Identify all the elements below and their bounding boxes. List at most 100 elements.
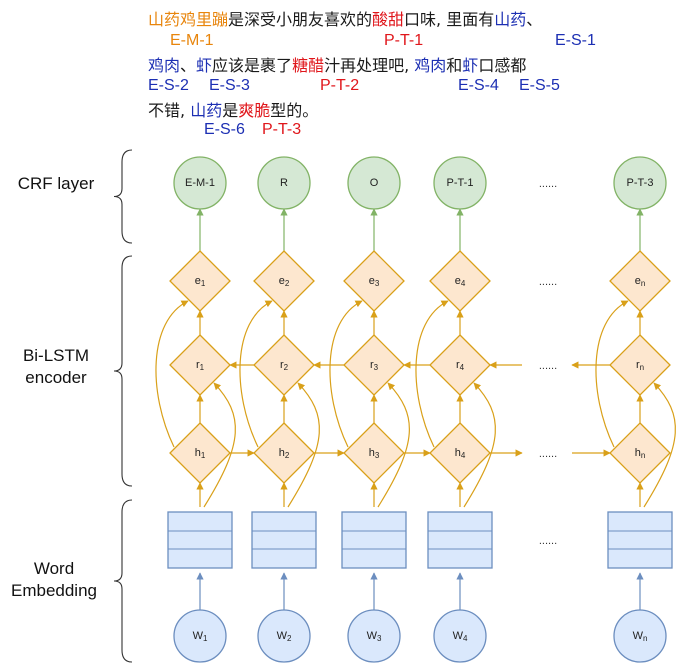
sentence-segment: 鸡肉 [148, 56, 181, 75]
embedding-bracket [113, 499, 133, 663]
tag-label: E-S-2 [148, 77, 189, 94]
tag-label: E-S-3 [209, 77, 250, 94]
r-node-shape [343, 334, 405, 396]
h-node: hn [609, 422, 671, 484]
r-node-shape [429, 334, 491, 396]
crf-node-circle [433, 156, 487, 210]
ellipsis-r: ...... [539, 360, 557, 372]
h-node-shape [253, 422, 315, 484]
sentence-segment: 应该是裹了 [212, 56, 293, 75]
crf-node-circle [347, 156, 401, 210]
word-node-label: W4 [453, 630, 468, 643]
crf-node: P-T-3 [613, 156, 667, 210]
bilstm-label-line2: encoder [25, 368, 87, 387]
embedding-block [251, 511, 317, 569]
word-embedding-label: Word Embedding [0, 558, 108, 602]
sentence-line-2: 鸡肉、虾应该是裹了糖醋汁再处理吧, 鸡肉和虾口感都 [148, 52, 526, 76]
r-node-shape [253, 334, 315, 396]
tag-label: E-S-6 [204, 121, 245, 138]
e-node-label: en [635, 275, 646, 288]
e-node-label: e1 [195, 275, 206, 288]
crf-node-label: R [280, 177, 288, 189]
bilstm-label-line1: Bi-LSTM [22, 346, 90, 365]
r-node-shape [609, 334, 671, 396]
h-to-e-skip-arrow [595, 300, 629, 448]
sentence-segment: 山药 [190, 101, 223, 120]
e-node-shape [609, 250, 671, 312]
embedding-label-line2: Embedding [10, 581, 97, 600]
embedding-to-r-skip-arrow [463, 382, 496, 508]
r-node-label: r3 [370, 359, 379, 372]
r-node-label: rn [636, 359, 644, 372]
r-node: r2 [253, 334, 315, 396]
ellipsis-e: ...... [539, 276, 557, 288]
word-node: W2 [257, 609, 311, 663]
r-node-label: r4 [456, 359, 465, 372]
h-node: h2 [253, 422, 315, 484]
diagram-nodes: E-M-1e1r1h1W1Re2r2h2W2Oe3r3h3W3P-T-1e4r4… [167, 156, 673, 663]
e-node-label: e3 [369, 275, 380, 288]
tag-label: E-S-5 [519, 77, 560, 94]
sentence-segment: 、 [526, 10, 543, 29]
word-node-label: W3 [367, 630, 382, 643]
crf-node: O [347, 156, 401, 210]
annotated-sentence: 山药鸡里蹦是深受小朋友喜欢的酸甜口味, 里面有山药、 E-M-1 P-T-1 E… [0, 0, 680, 150]
sentence-line-3: 不错, 山药是爽脆型的。 [148, 97, 318, 121]
h-to-e-skip-arrow [155, 300, 189, 448]
r-node-label: r1 [196, 359, 205, 372]
crf-node-circle [613, 156, 667, 210]
embedding-to-r-skip-arrow [643, 382, 676, 508]
embedding-block [341, 511, 407, 569]
sentence-line-1: 山药鸡里蹦是深受小朋友喜欢的酸甜口味, 里面有山药、 [148, 6, 542, 30]
crf-node: E-M-1 [173, 156, 227, 210]
crf-node: P-T-1 [433, 156, 487, 210]
sentence-segment: 不错, [148, 101, 191, 120]
crf-node-label: E-M-1 [185, 177, 215, 189]
crf-bracket [113, 149, 133, 244]
word-node-circle [433, 609, 487, 663]
layer-brackets [113, 149, 133, 663]
word-node-label: W2 [277, 630, 292, 643]
word-node: W3 [347, 609, 401, 663]
h-node-label: hn [635, 447, 646, 460]
sentence-segment: 爽脆 [238, 101, 271, 120]
word-node: Wn [613, 609, 667, 663]
h-node-label: h4 [455, 447, 466, 460]
sentence-segment: 口味, 里面有 [404, 10, 495, 29]
word-node-circle [613, 609, 667, 663]
tag-label: E-S-4 [458, 77, 499, 94]
ellipsis-crf: ...... [539, 178, 557, 190]
sentence-segment: 口感都 [478, 56, 527, 75]
word-node-label: W1 [193, 630, 208, 643]
h-to-e-skip-arrow [329, 300, 363, 448]
sentence-segment: 型的。 [270, 101, 319, 120]
r-node: r4 [429, 334, 491, 396]
tag-label: P-T-2 [320, 77, 360, 94]
embedding-block [427, 511, 493, 569]
crf-layer-label: CRF layer [17, 174, 95, 193]
tag-label: E-M-1 [170, 32, 214, 49]
diagram-edges [155, 208, 676, 610]
h-node-label: h3 [369, 447, 380, 460]
embedding-block [607, 511, 673, 569]
sentence-segment: 山药鸡里蹦 [148, 10, 229, 29]
e-node: e1 [169, 250, 231, 312]
embedding-to-r-skip-arrow [377, 382, 410, 508]
ellipsis-emb: ...... [539, 535, 557, 547]
crf-node-circle [257, 156, 311, 210]
embedding-rect [607, 511, 673, 569]
embedding-rect [167, 511, 233, 569]
word-node-circle [257, 609, 311, 663]
r-node-label: r2 [280, 359, 289, 372]
h-node: h1 [169, 422, 231, 484]
tag-label: P-T-1 [384, 32, 424, 49]
h-node-label: h1 [195, 447, 206, 460]
h-node: h4 [429, 422, 491, 484]
sentence-segment: 、 [180, 56, 197, 75]
h-node-label: h2 [279, 447, 290, 460]
sentence-segment: 是深受小朋友喜欢的 [228, 10, 373, 29]
crf-node-circle [173, 156, 227, 210]
e-node: e3 [343, 250, 405, 312]
e-node: e4 [429, 250, 491, 312]
bilstm-bracket [113, 255, 133, 487]
